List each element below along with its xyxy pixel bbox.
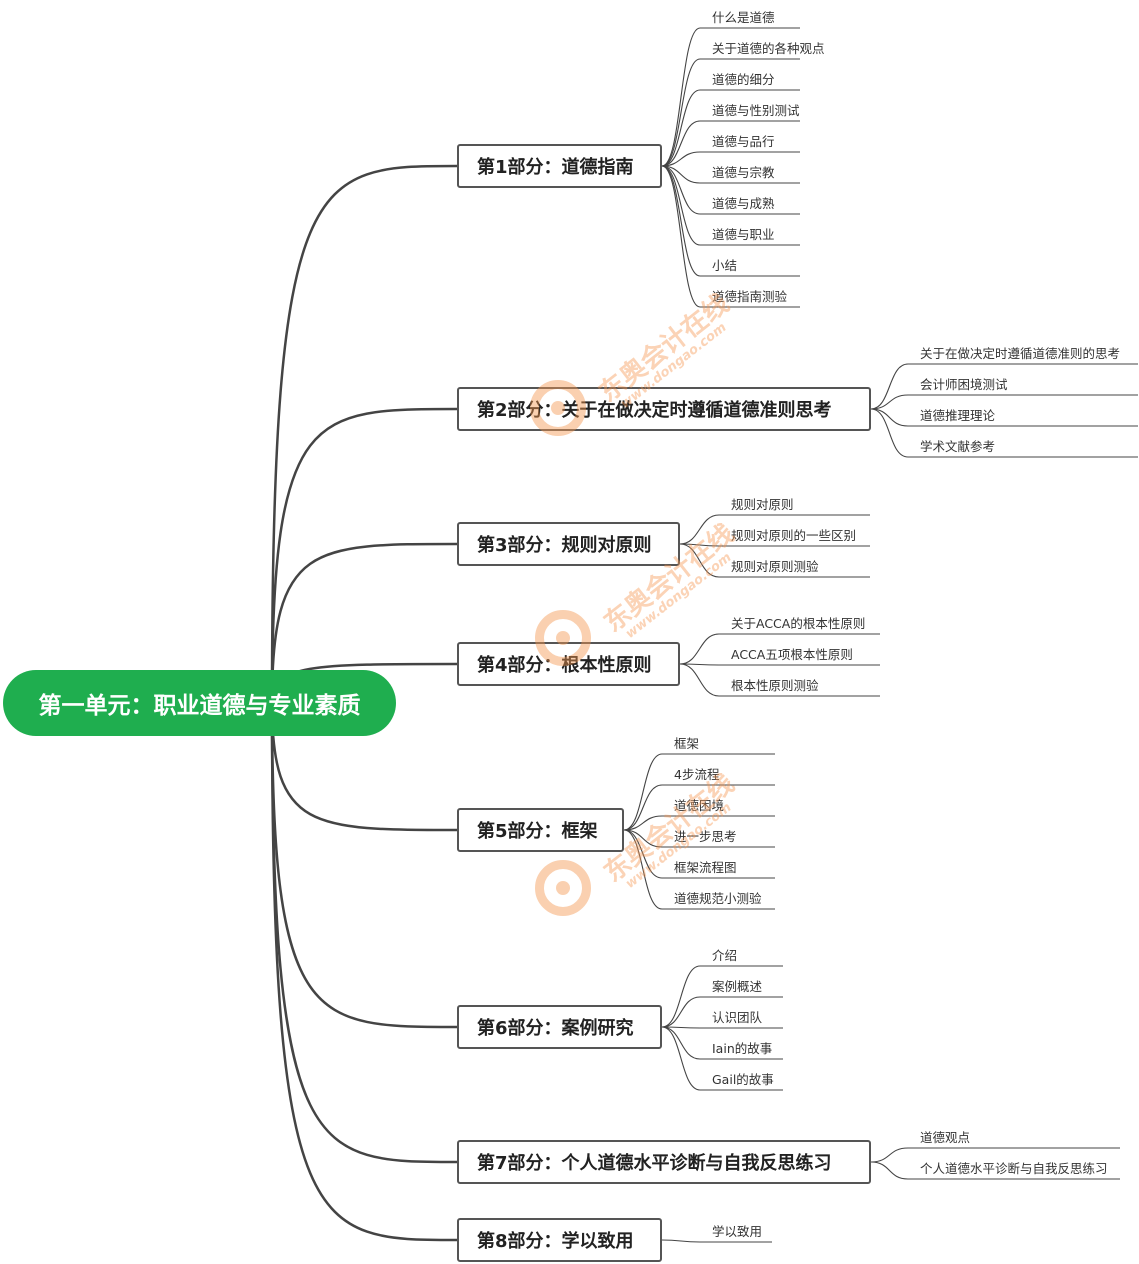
section-6-leaf-2-connector xyxy=(661,996,783,1028)
root-to-section-1-connector xyxy=(270,164,458,704)
section-7-topic[interactable]: 道德观点 xyxy=(920,1130,971,1145)
section-6-leaf-5-connector xyxy=(661,1026,783,1091)
section-1-topic[interactable]: 道德与品行 xyxy=(712,134,775,149)
section-1-leaf-3-connector xyxy=(661,89,800,167)
section-3-node[interactable]: 第3部分：规则对原则 xyxy=(457,522,680,566)
section-8-node[interactable]: 第8部分：学以致用 xyxy=(457,1218,662,1262)
section-5-leaf-4-connector xyxy=(623,829,775,848)
section-3-topic[interactable]: 规则对原则的一些区别 xyxy=(731,528,857,543)
section-5-leaf-3-connector xyxy=(623,815,775,831)
section-4-topic[interactable]: 根本性原则测验 xyxy=(731,678,819,693)
section-2-leaf-3-connector xyxy=(870,408,1138,427)
section-3-leaf-2-connector xyxy=(679,543,870,547)
section-8-leaf-1-connector xyxy=(661,1239,772,1243)
section-3-leaf-1-connector xyxy=(679,514,870,545)
section-1-topic[interactable]: 什么是道德 xyxy=(712,10,775,25)
section-1-leaf-1-connector xyxy=(661,27,800,167)
section-5-leaf-1-connector xyxy=(623,753,775,831)
root-to-section-7-connector xyxy=(270,702,458,1164)
section-1-topic[interactable]: 道德与职业 xyxy=(712,227,775,242)
section-2-leaf-4-connector xyxy=(870,408,1138,458)
section-3-topic[interactable]: 规则对原则 xyxy=(731,497,794,512)
section-1-topic[interactable]: 道德指南测验 xyxy=(712,289,788,304)
section-1-leaf-5-connector xyxy=(661,151,800,167)
section-6-topic[interactable]: Iain的故事 xyxy=(712,1041,773,1056)
section-2-topic[interactable]: 会计师困境测试 xyxy=(920,377,1008,392)
section-5-leaf-6-connector xyxy=(623,829,775,910)
section-5-topic[interactable]: 道德规范小测验 xyxy=(674,891,762,906)
section-1-topic[interactable]: 小结 xyxy=(712,258,738,273)
section-1-node[interactable]: 第1部分：道德指南 xyxy=(457,144,662,188)
section-2-leaf-1-connector xyxy=(870,363,1138,410)
root-node[interactable]: 第一单元：职业道德与专业素质 xyxy=(3,670,396,736)
section-4-node[interactable]: 第4部分：根本性原则 xyxy=(457,642,680,686)
section-6-topic[interactable]: Gail的故事 xyxy=(712,1072,774,1087)
section-1-topic[interactable]: 关于道德的各种观点 xyxy=(712,41,825,56)
section-7-topic[interactable]: 个人道德水平诊断与自我反思练习 xyxy=(920,1161,1108,1176)
section-3-leaf-3-connector xyxy=(679,543,870,578)
section-6-topic[interactable]: 介绍 xyxy=(712,948,738,963)
section-6-topic[interactable]: 认识团队 xyxy=(712,1010,763,1025)
section-3-topic[interactable]: 规则对原则测验 xyxy=(731,559,819,574)
section-2-leaf-2-connector xyxy=(870,394,1138,410)
section-7-leaf-1-connector xyxy=(870,1147,1120,1163)
section-5-leaf-5-connector xyxy=(623,829,775,879)
section-5-topic[interactable]: 4步流程 xyxy=(674,767,720,782)
section-2-topic[interactable]: 道德推理理论 xyxy=(920,408,996,423)
section-2-node[interactable]: 第2部分：关于在做决定时遵循道德准则思考 xyxy=(457,387,871,431)
section-8-topic[interactable]: 学以致用 xyxy=(712,1224,763,1239)
section-4-topic[interactable]: 关于ACCA的根本性原则 xyxy=(731,616,866,631)
section-7-leaf-2-connector xyxy=(870,1161,1120,1180)
section-1-leaf-6-connector xyxy=(661,165,800,184)
section-5-topic[interactable]: 框架 xyxy=(674,736,700,751)
section-1-leaf-4-connector xyxy=(661,120,800,167)
section-6-leaf-1-connector xyxy=(661,965,783,1028)
section-1-topic[interactable]: 道德与宗教 xyxy=(712,165,775,180)
section-4-topic[interactable]: ACCA五项根本性原则 xyxy=(731,647,853,662)
section-6-leaf-4-connector xyxy=(661,1026,783,1060)
section-1-topic[interactable]: 道德与成熟 xyxy=(712,196,775,211)
section-5-node[interactable]: 第5部分：框架 xyxy=(457,808,624,852)
root-to-section-8-connector xyxy=(270,702,458,1242)
section-6-leaf-3-connector xyxy=(661,1026,783,1029)
section-7-node[interactable]: 第7部分：个人道德水平诊断与自我反思练习 xyxy=(457,1140,871,1184)
root-to-section-2-connector xyxy=(270,407,458,704)
section-1-leaf-10-connector xyxy=(661,165,800,308)
root-to-section-3-connector xyxy=(270,542,458,704)
section-1-topic[interactable]: 道德与性别测试 xyxy=(712,103,800,118)
root-to-section-6-connector xyxy=(270,702,458,1029)
root-to-section-5-connector xyxy=(270,702,458,832)
section-1-leaf-7-connector xyxy=(661,165,800,215)
section-6-topic[interactable]: 案例概述 xyxy=(712,979,763,994)
section-1-leaf-2-connector xyxy=(661,58,800,167)
section-5-topic[interactable]: 框架流程图 xyxy=(674,860,737,875)
section-2-topic[interactable]: 学术文献参考 xyxy=(920,439,996,454)
section-5-topic[interactable]: 进一步思考 xyxy=(674,829,737,844)
section-1-topic[interactable]: 道德的细分 xyxy=(712,72,775,87)
section-6-node[interactable]: 第6部分：案例研究 xyxy=(457,1005,662,1049)
section-4-leaf-2-connector xyxy=(679,663,880,666)
section-5-topic[interactable]: 道德困境 xyxy=(674,798,725,813)
section-4-leaf-3-connector xyxy=(679,663,880,697)
section-4-leaf-1-connector xyxy=(679,633,880,665)
section-5-leaf-2-connector xyxy=(623,784,775,831)
section-2-topic[interactable]: 关于在做决定时遵循道德准则的思考 xyxy=(920,346,1121,361)
